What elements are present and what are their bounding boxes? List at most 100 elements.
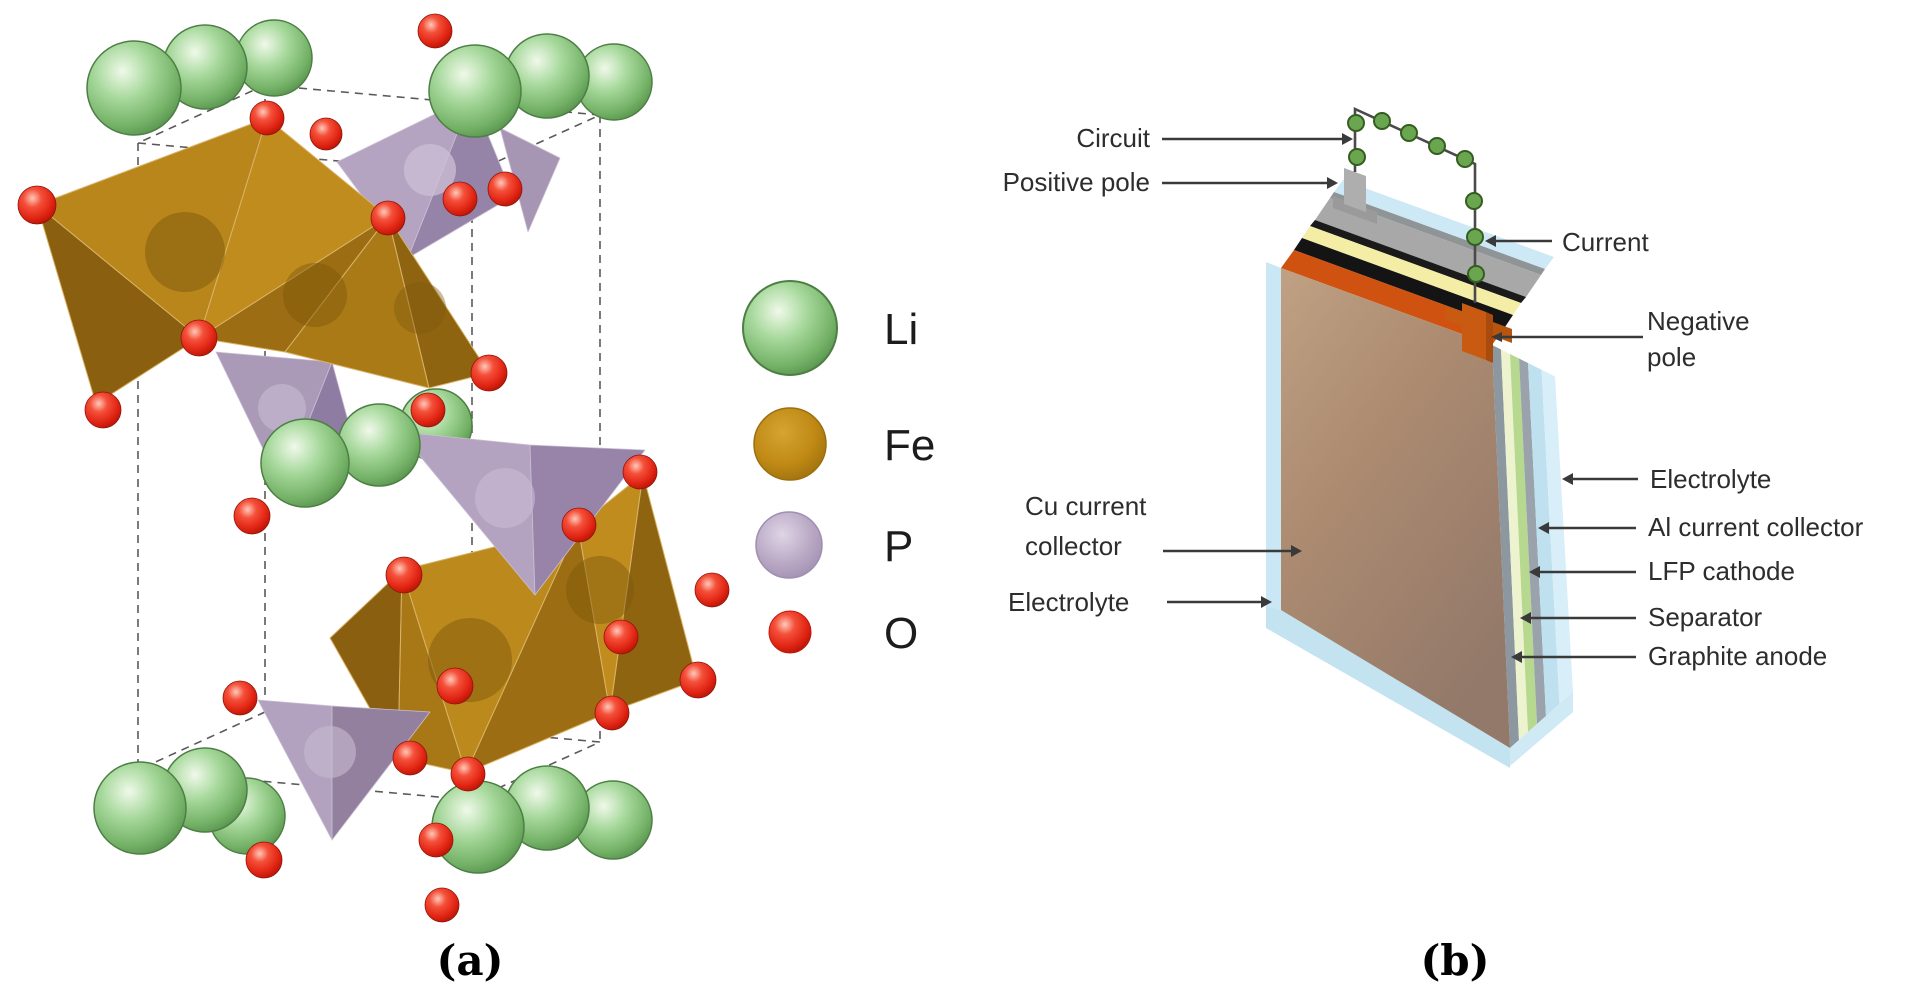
li-atom	[86, 40, 182, 136]
callout-cu-current-collector: Cu current collector	[1025, 491, 1302, 561]
pouch-left-rim	[1266, 262, 1281, 610]
o-atom	[17, 185, 57, 225]
o-atom	[418, 822, 454, 858]
electron-dot	[1400, 124, 1418, 142]
o-atom	[679, 661, 717, 699]
cu-current-collector-label-line1: Cu current	[1025, 491, 1147, 521]
legend-o-swatch	[768, 610, 812, 654]
battery-layer-edges-right	[1492, 345, 1573, 766]
cu-current-collector-label-line2: collector	[1025, 531, 1122, 561]
li-atoms-top-right	[428, 33, 653, 138]
electron-dot	[1466, 228, 1484, 246]
p-atom	[304, 726, 356, 778]
p-tetrahedron-top	[336, 95, 561, 259]
arrow-left-icon	[1485, 235, 1496, 247]
pouch-electrolyte-wrap	[1266, 262, 1510, 768]
positive-pole-tab	[1333, 168, 1377, 224]
pouch-bottom-rim	[1266, 606, 1510, 768]
callout-lfp-cathode: LFP cathode	[1529, 556, 1795, 586]
callout-circuit: Circuit	[1076, 123, 1353, 153]
separator-edge	[1501, 349, 1528, 740]
o-atom	[249, 100, 285, 136]
o-atom	[450, 756, 486, 792]
pouch-bottom-right-step	[1510, 692, 1573, 766]
battery-layer-strips-top	[1281, 180, 1554, 345]
callout-al-current-collector: Al current collector	[1538, 512, 1864, 542]
arrow-right-icon	[1261, 596, 1272, 608]
separator-top-strip	[1302, 226, 1521, 315]
fe-atom	[394, 282, 446, 334]
p-tetrahedron-bottom	[257, 699, 431, 841]
p-atom	[404, 144, 456, 196]
negative-layer-top-strip	[1281, 250, 1505, 345]
graphite-anode-label: Graphite anode	[1648, 641, 1827, 671]
fe-atom	[566, 556, 634, 624]
arrow-left-icon	[1529, 566, 1540, 578]
electron-dot	[1348, 148, 1366, 166]
separator-label: Separator	[1648, 602, 1763, 632]
o-atom	[370, 200, 406, 236]
electron-dot	[1465, 192, 1483, 210]
li-atom	[428, 44, 522, 138]
o-atom	[309, 117, 343, 151]
pouch-electrolyte-edge	[1528, 363, 1560, 716]
gray-back-strip	[1330, 192, 1545, 275]
legend-p-label: P	[884, 522, 913, 571]
arrow-right-icon	[1291, 545, 1302, 557]
current-label: Current	[1562, 227, 1649, 257]
atom-legend: Li Fe P O	[742, 280, 935, 658]
pouch-top-rim	[1334, 180, 1554, 269]
legend-li-label: Li	[884, 305, 918, 354]
cu-current-collector-face	[1281, 268, 1510, 748]
pouch-electrolyte-outer-edge	[1541, 369, 1573, 704]
graphite-anode-edge	[1492, 345, 1519, 748]
electron-dots	[1347, 112, 1485, 283]
li-atoms-middle	[260, 403, 421, 508]
li-atom	[235, 19, 313, 97]
o-atom	[84, 391, 122, 429]
arrow-left-icon	[1491, 332, 1502, 342]
callout-current: Current	[1485, 227, 1649, 257]
fe-atom	[145, 212, 225, 292]
o-atom	[442, 181, 478, 217]
legend-p-swatch	[755, 511, 823, 579]
panel-a-crystal-structure: Li Fe P O (a)	[17, 13, 935, 985]
circuit-label: Circuit	[1076, 123, 1150, 153]
electron-dot	[1456, 150, 1474, 168]
electrolyte-right-label: Electrolyte	[1650, 464, 1771, 494]
al-current-collector-edge	[1519, 358, 1546, 724]
fe-octahedra-cluster-top	[36, 117, 490, 405]
electrolyte-left-label: Electrolyte	[1008, 587, 1129, 617]
caption-a: (a)	[437, 936, 504, 985]
o-atom	[222, 680, 258, 716]
al-current-collector-label: Al current collector	[1648, 512, 1864, 542]
o-atom	[594, 695, 630, 731]
li-atoms-top-left	[86, 19, 313, 136]
o-atom	[487, 171, 523, 207]
o-atom	[417, 13, 453, 49]
o-atom	[410, 392, 446, 428]
o-atom	[603, 619, 639, 655]
positive-pole-label: Positive pole	[1003, 167, 1150, 197]
p-atom	[475, 468, 535, 528]
battery-callouts: Circuit Positive pole Current Negative p…	[1003, 123, 1864, 671]
lfp-cathode-edge	[1510, 354, 1537, 732]
o-atom	[561, 507, 597, 543]
panel-b-battery-schematic: Circuit Positive pole Current Negative p…	[1003, 106, 1864, 985]
electron-dot	[1373, 112, 1391, 130]
li-atoms-bottom-left	[93, 747, 248, 855]
black-strip-rear	[1310, 220, 1526, 303]
electron-dot	[1347, 114, 1365, 132]
legend-fe-swatch	[753, 407, 827, 481]
arrow-left-icon	[1511, 651, 1522, 663]
o-atom	[470, 354, 508, 392]
li-atom	[337, 403, 421, 487]
arrow-left-icon	[1520, 612, 1531, 624]
electron-dot	[1467, 265, 1485, 283]
black-strip-front	[1294, 238, 1513, 327]
external-circuit	[1347, 106, 1485, 303]
lfp-cathode-label: LFP cathode	[1648, 556, 1795, 586]
o-atom	[233, 497, 271, 535]
